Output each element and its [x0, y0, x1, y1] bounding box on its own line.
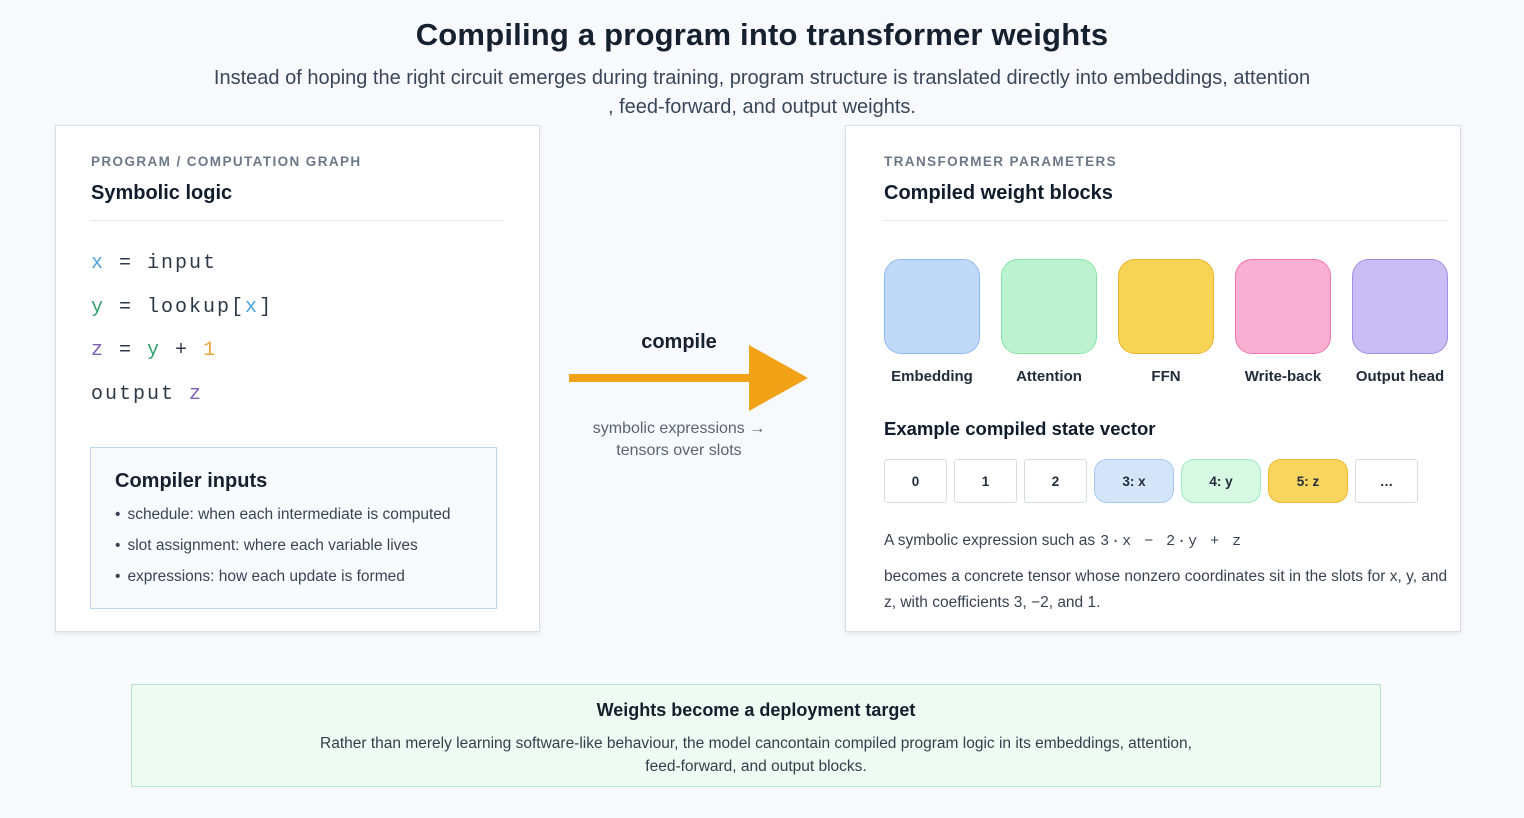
compile-caption-line-2: tensors over slots: [616, 442, 742, 459]
weight-block-swatch: [884, 259, 980, 354]
weight-block-swatch: [1352, 259, 1448, 354]
weight-block: Embedding: [884, 259, 980, 385]
expression-code: 3·x − 2·y + z: [1100, 533, 1244, 550]
weight-blocks-row: Embedding Attention FFN Write-back Output he…: [884, 259, 1448, 385]
subtitle-line-1: Instead of hoping the right circuit emer…: [213, 67, 1311, 89]
code-block: x = input y = lookup[x] z = y + 1 output z: [91, 242, 504, 416]
transformer-divider: [884, 220, 1447, 221]
weight-block: Output head: [1352, 259, 1448, 385]
program-heading: Symbolic logic: [91, 182, 233, 204]
program-eyebrow: PROGRAM / COMPUTATION GRAPH: [91, 154, 362, 169]
weight-block-label: FFN: [1151, 368, 1181, 385]
state-slot: 1: [954, 459, 1017, 503]
state-slot: 0: [884, 459, 947, 503]
weight-block-label: Attention: [1016, 368, 1082, 385]
page-title: Compiling a program into transformer wei…: [415, 17, 1109, 52]
weight-block: Attention: [1001, 259, 1097, 385]
transformer-heading: Compiled weight blocks: [884, 182, 1113, 204]
program-panel: PROGRAM / COMPUTATION GRAPH Symbolic log…: [55, 125, 540, 632]
weight-block: Write-back: [1235, 259, 1331, 385]
bullet-item: expressions: how each update is formed: [115, 568, 472, 586]
compile-caption: symbolic expressions → tensors over slot…: [544, 418, 814, 462]
expression-intro: A symbolic expression such as: [884, 532, 1096, 549]
compile-label: compile: [641, 331, 717, 353]
code-line: output z: [91, 382, 204, 406]
program-divider: [91, 220, 504, 221]
weight-block-swatch: [1118, 259, 1214, 354]
state-slot: 4: y: [1181, 459, 1261, 503]
page-subtitle: Instead of hoping the right circuit emer…: [0, 64, 1524, 122]
compile-arrow-shaft: [569, 374, 755, 382]
deployment-body: Rather than merely learning software-lik…: [132, 732, 1380, 778]
compiler-inputs-heading: Compiler inputs: [115, 470, 268, 492]
arrow-right-icon: [749, 345, 808, 411]
compiler-inputs-list: schedule: when each intermediate is comp…: [115, 506, 472, 586]
tensor-description: becomes a concrete tensor whose nonzero …: [884, 568, 1448, 611]
state-slot: …: [1355, 459, 1418, 503]
deployment-heading: Weights become a deployment target: [596, 700, 916, 720]
code-line: y = lookup[x]: [91, 295, 274, 319]
compile-caption-line-1: symbolic expressions →: [592, 420, 766, 437]
header: Compiling a program into transformer wei…: [0, 17, 1524, 122]
state-slot: 3: x: [1094, 459, 1174, 503]
bullet-item: schedule: when each intermediate is comp…: [115, 506, 472, 524]
code-line: z = y + 1: [91, 339, 218, 362]
state-slot: 2: [1024, 459, 1087, 503]
transformer-eyebrow: TRANSFORMER PARAMETERS: [884, 154, 1118, 169]
transformer-panel: TRANSFORMER PARAMETERS Compiled weight b…: [845, 125, 1461, 632]
deployment-body-line-2: feed-forward, and output blocks.: [645, 758, 867, 775]
subtitle-line-2: , feed-forward, and output weights.: [608, 96, 916, 118]
weight-block-label: Output head: [1355, 368, 1445, 385]
bullet-item: slot assignment: where each variable liv…: [115, 537, 472, 555]
weight-block-swatch: [1001, 259, 1097, 354]
weight-block-label: Embedding: [891, 368, 973, 385]
deployment-box: Weights become a deployment target Rathe…: [131, 684, 1381, 787]
weight-block: FFN: [1118, 259, 1214, 385]
weight-block-label: Write-back: [1244, 368, 1322, 385]
state-slot: 5: z: [1268, 459, 1348, 503]
compiler-inputs-box: Compiler inputs schedule: when each inte…: [90, 447, 497, 609]
code-line: x = input: [91, 252, 218, 275]
deployment-body-line-1: Rather than merely learning software-lik…: [320, 735, 1192, 752]
state-vector-heading: Example compiled state vector: [884, 418, 1156, 439]
weight-block-swatch: [1235, 259, 1331, 354]
